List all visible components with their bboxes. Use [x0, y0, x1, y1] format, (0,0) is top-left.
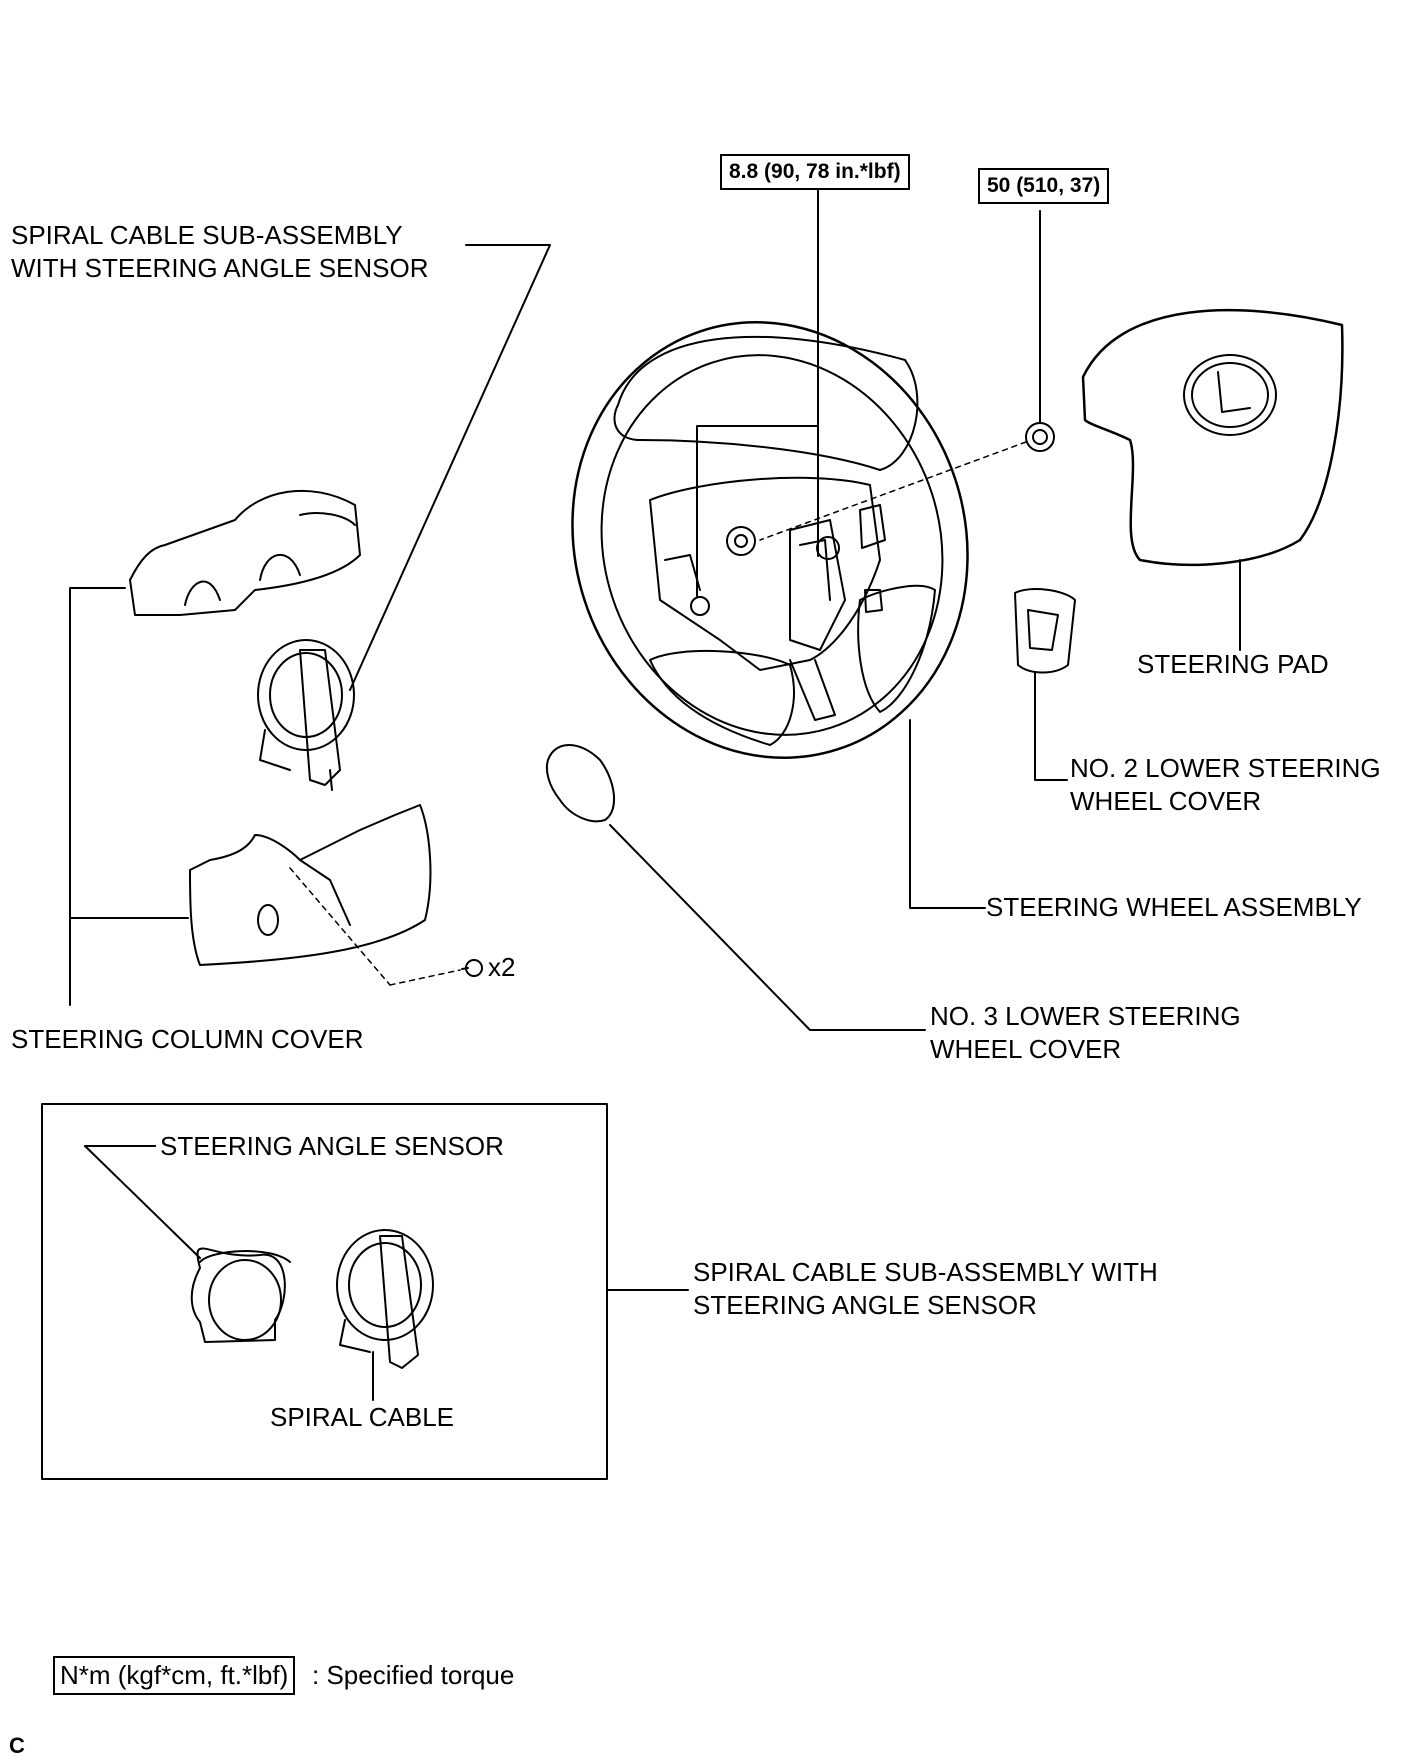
- figure-code: C: [9, 1733, 25, 1758]
- steering-column-cover-label: STEERING COLUMN COVER: [11, 1024, 364, 1054]
- steering-wheel-assembly-part: [571, 321, 969, 759]
- upper-column-cover-part: [129, 489, 361, 616]
- torque-legend-box: N*m (kgf*cm, ft.*lbf): [53, 1656, 296, 1695]
- spiral-cable-top-part: [257, 639, 355, 791]
- wheel-nut-part: [759, 210, 1055, 541]
- inset-spiral-cable-part: [336, 1229, 434, 1369]
- inset-steering-angle-sensor-part: [190, 1247, 291, 1343]
- inset-assembly-label-line2: STEERING ANGLE SENSOR: [693, 1290, 1037, 1320]
- no2-lower-cover-part: [1014, 588, 1076, 781]
- steering-pad-part: [1081, 308, 1344, 567]
- no3-lower-cover-label-line2: WHEEL COVER: [930, 1034, 1122, 1064]
- spiral-cable-top-label-line2: WITH STEERING ANGLE SENSOR: [11, 253, 429, 283]
- steering-wheel-assembly-label: STEERING WHEEL ASSEMBLY: [986, 892, 1362, 922]
- bolt-qty-label: x2: [488, 952, 516, 982]
- spiral-cable-top-label-line1: SPIRAL CABLE SUB-ASSEMBLY: [11, 220, 403, 250]
- no3-lower-cover-part: [545, 744, 926, 1031]
- no2-lower-cover-label-line1: NO. 2 LOWER STEERING: [1070, 753, 1381, 783]
- inset-spiral-cable-label: SPIRAL CABLE: [270, 1402, 455, 1432]
- inset-assembly-label-line1: SPIRAL CABLE SUB-ASSEMBLY WITH: [693, 1257, 1158, 1287]
- inset-frame: [41, 1103, 608, 1480]
- steering-wheel-leader: [909, 719, 986, 909]
- torque-legend-description: : Specified torque: [312, 1660, 515, 1690]
- wheel-nut-torque-spec: 50 (510, 37): [978, 168, 1110, 204]
- wheel-bolt-torque-spec: 8.8 (90, 78 in.*lbf): [720, 154, 910, 190]
- inset-steering-angle-sensor-label: STEERING ANGLE SENSOR: [160, 1131, 504, 1161]
- no2-lower-cover-label-line2: WHEEL COVER: [1070, 786, 1262, 816]
- bolt-part: [461, 959, 483, 977]
- lower-column-cover-part: [189, 804, 461, 986]
- steering-column-cover-leader: [69, 587, 189, 1006]
- spiral-cable-top-leader: [349, 244, 551, 691]
- wheel-bolt-leader: [696, 186, 819, 597]
- no3-lower-cover-label-line1: NO. 3 LOWER STEERING: [930, 1001, 1241, 1031]
- steering-pad-label: STEERING PAD: [1137, 649, 1329, 679]
